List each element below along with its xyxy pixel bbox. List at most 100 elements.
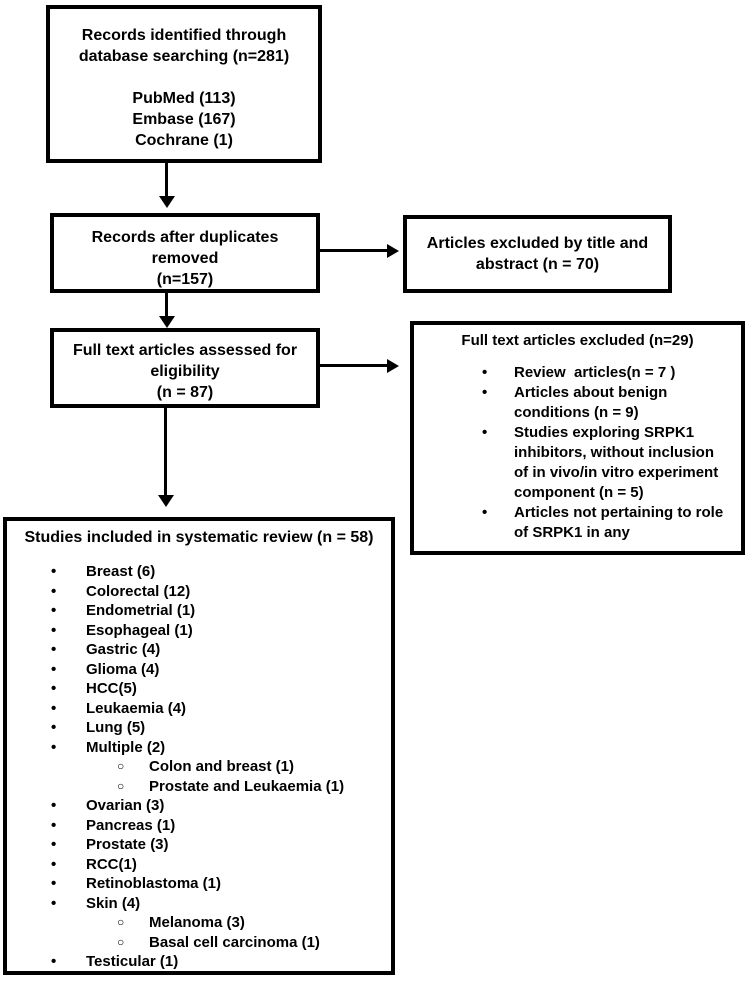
list-item-label: Prostate and Leukaemia (1): [149, 777, 345, 795]
list-item-label: RCC(1): [86, 855, 137, 873]
list-item: • Pancreas (1): [7, 816, 391, 836]
bullet-icon: •: [51, 719, 57, 736]
list-item-label: Ovarian (3): [86, 797, 165, 814]
text-line: PubMed (113): [132, 90, 236, 107]
list-item: • Glioma (4): [7, 660, 391, 680]
bullet-icon: •: [482, 504, 488, 521]
list-item-label: Melanoma (3): [149, 914, 245, 931]
list-item-label: Gastric (4): [86, 641, 161, 658]
arrow-fulltext-to-excluded-line: [320, 364, 388, 367]
box-fulltext-excluded: Full text articles excluded (n=29) • Revi…: [410, 321, 745, 555]
arrow-down-icon: [159, 196, 175, 208]
list-item-label: Review articles(n = 7 ): [514, 364, 676, 381]
list-item: • Studies exploring SRPK1 inhibitors, wit…: [424, 423, 731, 503]
arrow-down-icon: [159, 316, 175, 328]
list-item: ○ Melanoma (3): [7, 913, 391, 933]
box-studies-included: Studies included in systematic review (n…: [3, 517, 395, 975]
list-item-label: Esophageal (1): [86, 621, 193, 639]
studies-included-title: Studies included in systematic review (n…: [24, 529, 374, 546]
list-item-label: Skin (4): [86, 894, 141, 912]
bullet-icon: •: [51, 699, 57, 717]
list-item-label: Multiple (2): [86, 738, 166, 756]
bullet-icon: •: [51, 816, 57, 834]
list-item: •Prostate (3): [7, 835, 391, 855]
list-item: • Articles not pertaining to role of SRPK…: [424, 503, 731, 543]
database-sources-list: PubMed (113)Embase (167)Cochrane (1): [50, 88, 318, 151]
list-item: • Review articles(n = 7 ): [424, 363, 731, 383]
bullet-icon: •: [51, 660, 57, 678]
bullet-icon: •: [51, 641, 57, 658]
bullet-icon: •: [51, 621, 57, 639]
list-item: • Testicular (1): [7, 952, 391, 971]
bullet-icon: •: [51, 563, 57, 580]
list-item: • Ovarian (3): [7, 796, 391, 816]
list-item-label: Articles about benign conditions (n = 9): [514, 384, 672, 421]
list-item: ○ Basal cell carcinoma (1): [7, 933, 391, 953]
list-item-label: HCC(5): [86, 680, 137, 697]
list-item-label: Lung (5): [86, 719, 146, 736]
open-circle-bullet-icon: ○: [117, 778, 125, 793]
bullet-icon: •: [51, 582, 57, 600]
bullet-icon: •: [51, 894, 57, 912]
bullet-icon: •: [51, 602, 57, 619]
list-item-label: Breast (6): [86, 563, 156, 580]
bullet-icon: •: [51, 797, 57, 814]
excluded-title-abstract-text: Articles excluded by title and abstract (…: [407, 233, 668, 275]
box-excluded-title-abstract: Articles excluded by title and abstract (…: [403, 215, 672, 293]
arrow-right-icon: [387, 359, 399, 373]
bullet-icon: •: [51, 738, 57, 756]
list-item: ○ Prostate and Leukaemia (1): [7, 777, 391, 797]
text-line: Articles excluded by title and: [426, 235, 649, 252]
list-item-label: Glioma (4): [86, 660, 160, 678]
list-item: • Retinoblastoma (1): [7, 874, 391, 894]
list-item-label: Endometrial (1): [86, 602, 196, 619]
arrow-down-icon: [158, 495, 174, 507]
box-records-identified: Records identified through database searc…: [46, 5, 322, 163]
list-item-label: Leukaemia (4): [86, 699, 187, 717]
text-line: Records identified through: [81, 27, 287, 44]
text-line: eligibility: [150, 363, 220, 380]
bullet-icon: •: [51, 953, 57, 970]
fulltext-assessed-text: Full text articles assessed for eligibili…: [54, 340, 316, 403]
bullet-icon: •: [482, 364, 488, 381]
list-item-label: Retinoblastoma (1): [86, 875, 222, 892]
fulltext-excluded-reasons-list: •Review articles(n = 7 )•Articles about …: [424, 363, 731, 543]
records-identified-heading: Records identified through database searc…: [50, 25, 318, 67]
list-item-label: Colorectal (12): [86, 582, 191, 600]
arrow-fulltext-to-included-line: [164, 408, 167, 496]
list-item-label: Testicular (1): [86, 953, 179, 970]
text-line: abstract (n = 70): [475, 256, 600, 273]
list-item-label: Basal cell carcinoma (1): [149, 933, 320, 951]
bullet-icon: •: [51, 875, 57, 892]
list-item-label: Studies exploring SRPK1 inhibitors, with…: [514, 424, 723, 501]
list-item: • RCC(1): [7, 855, 391, 875]
list-item: • Breast (6): [7, 562, 391, 582]
text-line: Full text articles assessed for: [72, 342, 298, 359]
open-circle-bullet-icon: ○: [117, 759, 125, 773]
list-item: • Colorectal (12): [7, 582, 391, 602]
bullet-icon: •: [482, 424, 488, 441]
text-line: removed: [151, 250, 219, 267]
list-item: • HCC(5): [7, 679, 391, 699]
list-item: • Multiple (2): [7, 738, 391, 758]
bullet-icon: •: [51, 855, 57, 873]
fulltext-excluded-title: Full text articles excluded (n=29): [461, 332, 694, 349]
arrow-duplicates-to-fulltext-line: [165, 293, 168, 317]
list-item: • Leukaemia (4): [7, 699, 391, 719]
text-line: Records after duplicates: [91, 229, 279, 246]
list-item: • Gastric (4): [7, 640, 391, 660]
open-circle-bullet-icon: ○: [117, 915, 125, 929]
list-item: ○Colon and breast (1): [7, 757, 391, 777]
text-line: database searching (n=281): [78, 48, 290, 65]
list-item: • Lung (5): [7, 718, 391, 738]
arrow-duplicates-to-excluded-line: [320, 249, 388, 252]
list-item-label: Pancreas (1): [86, 816, 176, 834]
list-item: • Skin (4): [7, 894, 391, 914]
bullet-icon: •: [51, 680, 57, 697]
list-item-label: Articles not pertaining to role of SRPK1…: [514, 504, 728, 541]
open-circle-bullet-icon: ○: [117, 934, 125, 949]
text-line: (n=157): [156, 271, 214, 288]
bullet-icon: •: [51, 836, 57, 853]
list-item: •Articles about benign conditions (n = 9…: [424, 383, 731, 423]
